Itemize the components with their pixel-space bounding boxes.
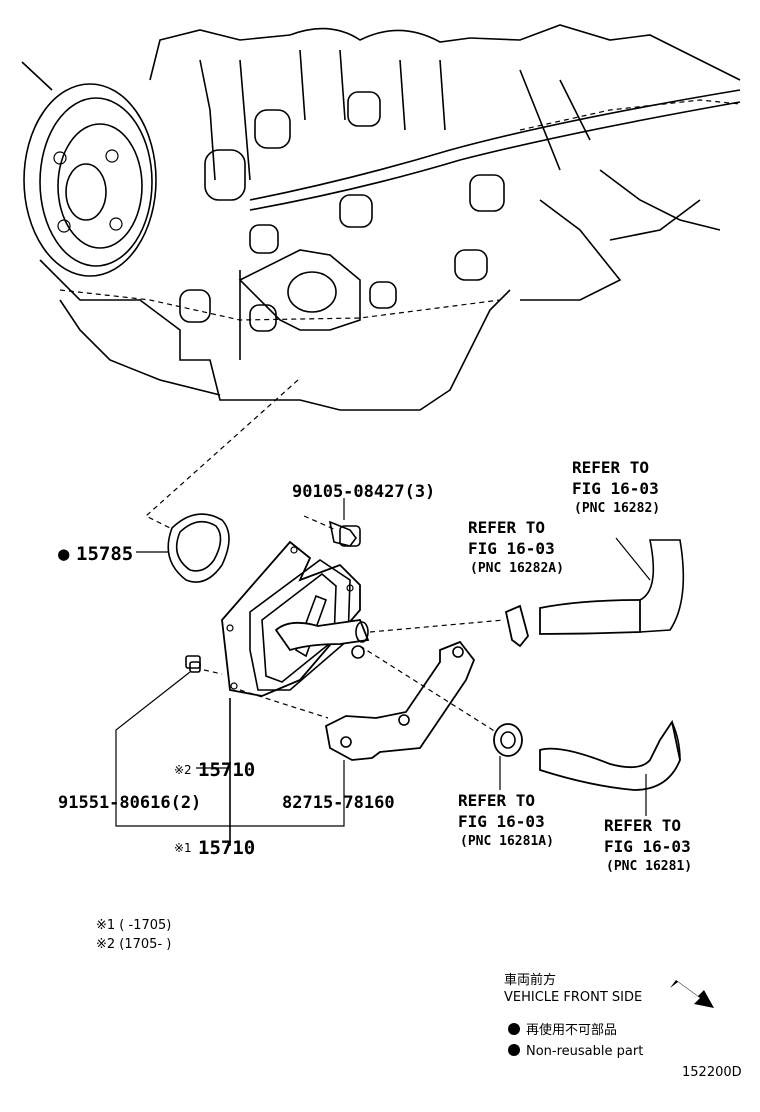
note-2: ※2 (1705- ) xyxy=(96,937,171,952)
gasket-label: ● 15785 xyxy=(58,543,133,565)
cooler-label-1: ※1 15710 xyxy=(174,837,255,859)
refer-line1: REFER TO xyxy=(458,791,535,810)
engine-block-drawing xyxy=(21,24,741,411)
bolt-part-number: 90105-08427(3) xyxy=(292,482,435,502)
bracket-part-number: 82715-78160 xyxy=(282,793,395,813)
refer-line1: REFER TO xyxy=(572,458,649,477)
gasket-15785-drawing xyxy=(136,379,299,583)
refer-line2: FIG 16-03 xyxy=(458,812,545,831)
refer-line2: FIG 16-03 xyxy=(468,539,555,558)
nonreusable-label-jp: 再使用不可部品 xyxy=(526,1022,617,1038)
cooler-part-number-2: 15710 xyxy=(198,759,255,781)
bolt-drawing xyxy=(303,498,361,547)
nut-part-number: 91551-80616(2) xyxy=(58,793,201,813)
front-arrow-icon xyxy=(670,980,714,1008)
refer-block-16282: REFER TO FIG 16-03 (PNC 16282) xyxy=(572,458,660,516)
bracket-drawing xyxy=(239,640,476,761)
cooler-ref-mark-1: ※1 xyxy=(174,841,192,855)
nonreusable-dot: ● xyxy=(58,543,70,565)
refer-line1: REFER TO xyxy=(468,518,545,537)
refer-block-16281: REFER TO FIG 16-03 (PNC 16281) xyxy=(604,816,692,874)
refer-line3: (PNC 16282A) xyxy=(470,561,564,576)
refer-block-16282a: REFER TO FIG 16-03 (PNC 16282A) xyxy=(468,518,564,576)
cooler-part-number-1: 15710 xyxy=(198,837,255,859)
refer-line3: (PNC 16281) xyxy=(606,859,692,874)
nonreusable-legend-dot-icon xyxy=(508,1023,520,1035)
gasket-part-number: 15785 xyxy=(76,543,133,565)
front-label-jp: 車両前方 xyxy=(504,972,556,988)
cooler-ref-mark-2: ※2 xyxy=(174,763,192,777)
refer-line3: (PNC 16282) xyxy=(574,501,660,516)
refer-line3: (PNC 16281A) xyxy=(460,834,554,849)
oil-cooler-drawing xyxy=(196,540,370,846)
nonreusable-label-en: Non-reusable part xyxy=(526,1044,643,1059)
refer-line2: FIG 16-03 xyxy=(572,479,659,498)
figure-id: 152200D xyxy=(682,1065,742,1080)
refer-block-16281a: REFER TO FIG 16-03 (PNC 16281A) xyxy=(458,791,554,849)
refer-line2: FIG 16-03 xyxy=(604,837,691,856)
hoses-drawing xyxy=(359,537,685,816)
nonreusable-legend-dot-icon-2 xyxy=(508,1044,520,1056)
cooler-label-2: ※2 15710 xyxy=(174,759,255,781)
nut-drawing xyxy=(115,655,345,827)
note-1: ※1 ( -1705) xyxy=(96,918,171,933)
front-label-en: VEHICLE FRONT SIDE xyxy=(504,990,642,1005)
refer-line1: REFER TO xyxy=(604,816,681,835)
